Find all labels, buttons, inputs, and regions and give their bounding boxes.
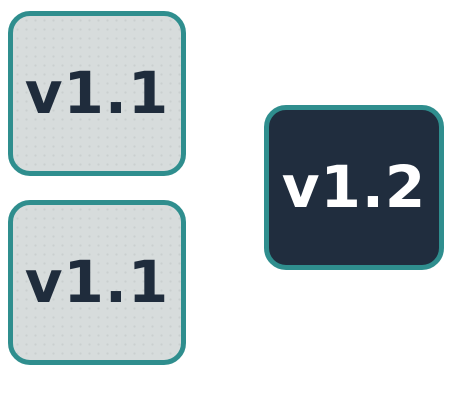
version-label: v1.1: [24, 247, 170, 316]
version-tile-v1-1-bottom[interactable]: v1.1: [8, 200, 186, 365]
version-label: v1.2: [281, 152, 427, 221]
version-tile-v1-1-top[interactable]: v1.1: [8, 11, 186, 176]
version-label: v1.1: [24, 58, 170, 127]
version-tile-v1-2[interactable]: v1.2: [264, 105, 444, 270]
